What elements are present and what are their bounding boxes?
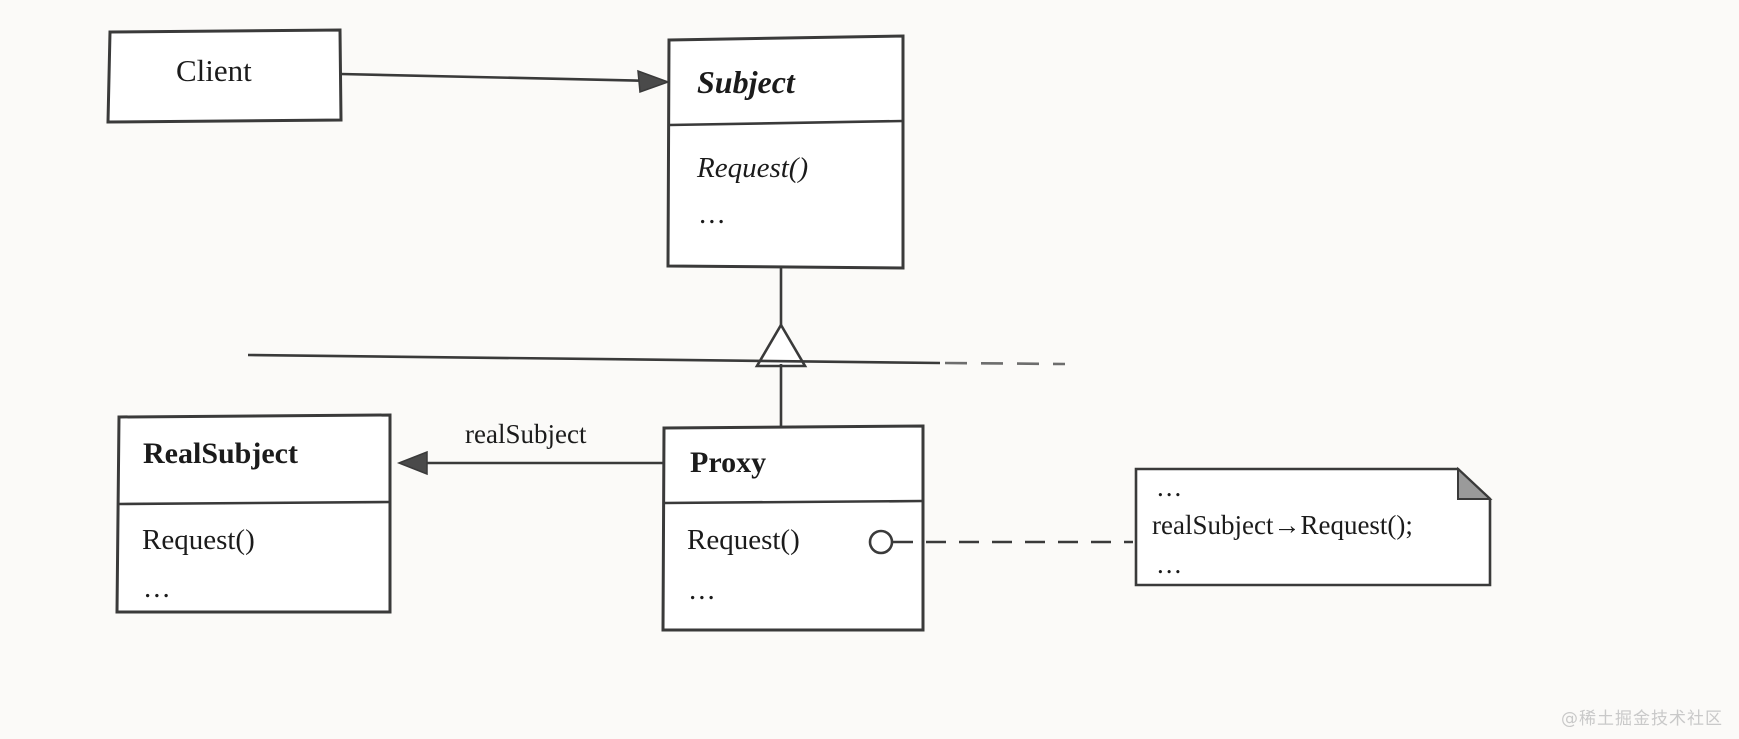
subject-name-compartment-divider xyxy=(668,119,904,127)
generalization-dashed-extension xyxy=(944,361,1066,366)
realsubject-class-name: RealSubject xyxy=(143,437,298,470)
proxy-to-realsubject-arrowhead xyxy=(396,450,428,476)
watermark: @稀土掘金技术社区 xyxy=(1561,709,1723,729)
proxy-name-compartment-divider xyxy=(663,499,924,505)
subject-operation-request: Request() xyxy=(697,152,809,184)
client-to-subject-line xyxy=(340,72,656,83)
proxy-operation-request: Request() xyxy=(687,524,800,556)
subject-operation-ellipsis: ... xyxy=(699,198,727,230)
generalization-horizontal-line xyxy=(247,353,941,365)
note-line-body: realSubject→Request(); xyxy=(1152,510,1413,540)
subject-class-name: Subject xyxy=(697,64,795,100)
realsubject-operation-request: Request() xyxy=(142,524,255,556)
proxy-operation-ellipsis: ... xyxy=(689,574,717,606)
inheritance-triangle-icon xyxy=(754,322,808,368)
realsubject-association-label: realSubject xyxy=(465,419,587,449)
realsubject-name-compartment-divider xyxy=(118,500,391,506)
proxy-request-anchor-circle-icon xyxy=(868,529,894,555)
client-class-name: Client xyxy=(176,53,252,88)
note-fold-corner-icon xyxy=(1457,466,1493,500)
proxy-class-name: Proxy xyxy=(690,446,767,479)
client-to-subject-arrowhead xyxy=(637,69,671,94)
realsubject-operation-ellipsis: ... xyxy=(144,572,172,604)
note-line-ellipsis-top: ... xyxy=(1157,472,1184,502)
note-line-ellipsis-bottom: ... xyxy=(1157,549,1184,579)
